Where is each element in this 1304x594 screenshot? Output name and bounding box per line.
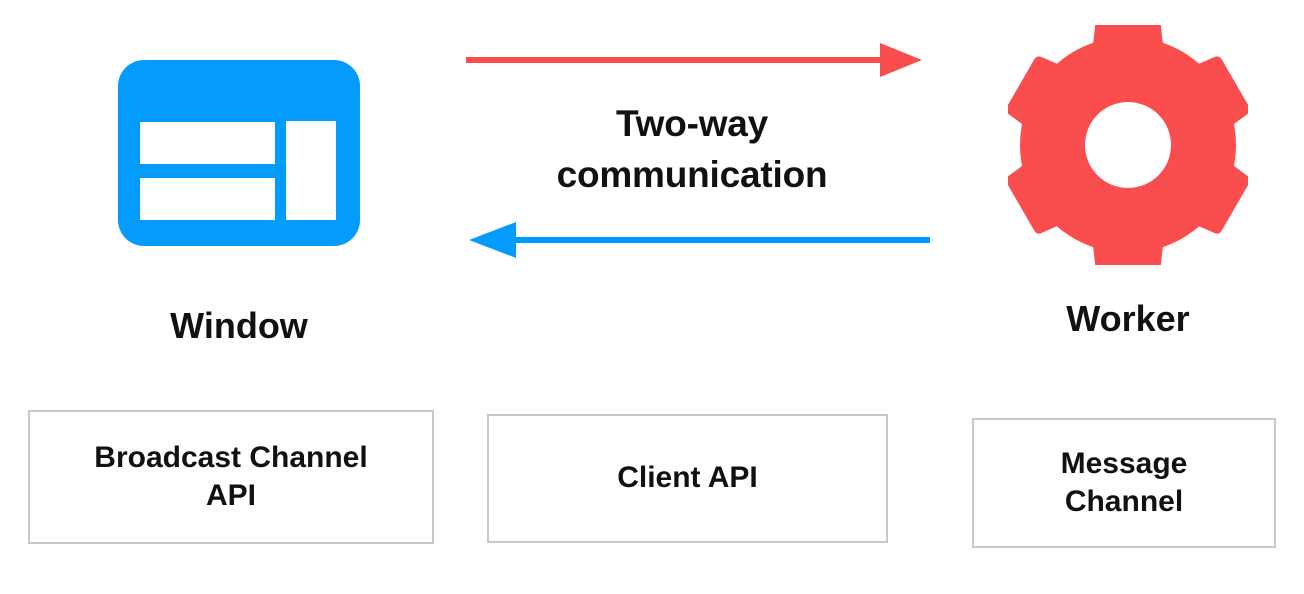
api-box-client-api-line-1: Client API — [617, 461, 758, 495]
api-box-broadcast-channel: Broadcast Channel API — [28, 410, 434, 544]
api-box-message-channel: Message Channel — [972, 418, 1276, 548]
api-box-message-channel-label: Message Channel — [1051, 445, 1198, 522]
window-icon-pane-right — [286, 121, 336, 220]
api-box-broadcast-channel-line-1: Broadcast Channel — [94, 440, 368, 474]
api-box-client-api-label: Client API — [607, 459, 768, 497]
arrow-left-icon — [466, 220, 930, 260]
api-box-message-channel-line-2: Channel — [1064, 485, 1184, 518]
window-icon-pane-top — [140, 122, 275, 164]
gear-icon — [1008, 25, 1248, 265]
api-box-client-api: Client API — [487, 414, 888, 543]
window-node-caption: Window — [170, 305, 308, 346]
api-box-message-channel-line-1: Message — [1060, 446, 1188, 480]
arrow-right-icon — [466, 40, 926, 80]
worker-node-caption: Worker — [1066, 298, 1190, 339]
window-icon — [118, 60, 360, 246]
window-icon-pane-bottom — [140, 178, 275, 220]
center-label-line-2: communication — [556, 154, 828, 196]
center-label-line-1: Two-way — [615, 103, 769, 144]
api-box-broadcast-channel-line-2: API — [205, 479, 256, 512]
api-box-broadcast-channel-label: Broadcast Channel API — [84, 439, 377, 516]
center-label: Two-way communication — [452, 98, 932, 200]
